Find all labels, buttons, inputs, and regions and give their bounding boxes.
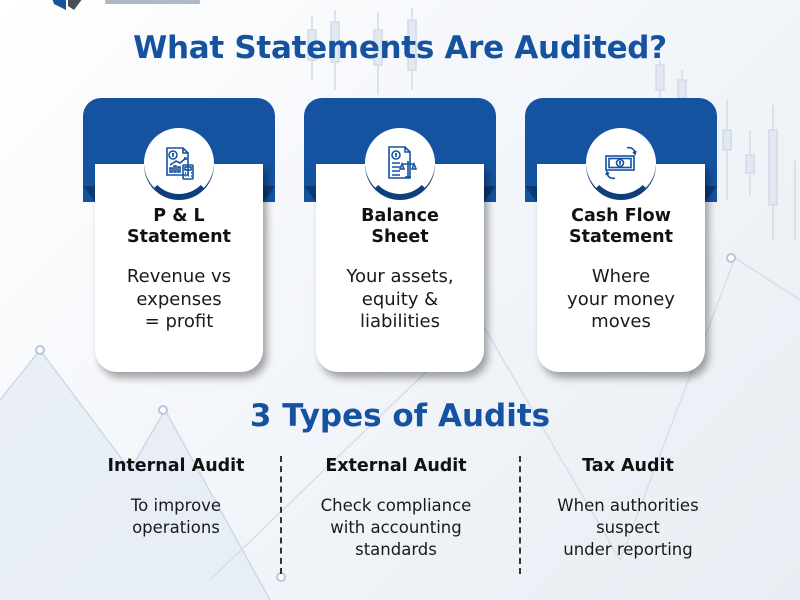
card-body — [95, 164, 263, 372]
audit-name: Internal Audit — [107, 456, 245, 476]
audit-name: External Audit — [325, 456, 467, 476]
statement-card-cash-flow: Cash Flow Statement Where your money mov… — [525, 98, 717, 374]
cash-exchange-icon — [586, 128, 656, 198]
dashed-divider — [519, 456, 521, 574]
dashed-divider — [280, 456, 282, 574]
audit-item-internal: Internal Audit To improve operations — [66, 454, 286, 539]
statement-description: Revenue vs expenses = profit — [126, 266, 232, 332]
page-title: What Statements Are Audited? — [133, 30, 667, 66]
statement-description: Where your money moves — [567, 266, 675, 332]
audit-types: Internal Audit To improve operations Ext… — [0, 454, 800, 594]
audit-description: When authorities suspect under reporting — [557, 496, 699, 559]
statement-card-balance-sheet: Balance Sheet Your assets, equity & liab… — [304, 98, 496, 374]
card-body — [316, 164, 484, 372]
financial-report-calculator-icon — [144, 128, 214, 198]
statement-name: Balance Sheet — [361, 206, 439, 247]
statement-description: Your assets, equity & liabilities — [346, 266, 454, 332]
audit-description: Check compliance with accounting standar… — [320, 496, 472, 559]
audit-name: Tax Audit — [582, 456, 674, 476]
audits-section-title: 3 Types of Audits — [249, 398, 551, 434]
statement-name: P & L Statement — [127, 206, 231, 247]
statements-cards: P & L Statement Revenue vs expenses = pr… — [0, 98, 800, 378]
audit-item-external: External Audit Check compliance with acc… — [286, 454, 506, 561]
audit-description: To improve operations — [130, 496, 222, 537]
audit-item-tax: Tax Audit When authorities suspect under… — [518, 454, 738, 561]
company-logo — [52, 0, 82, 10]
statement-name: Cash Flow Statement — [569, 206, 673, 247]
card-body — [537, 164, 705, 372]
document-scales-icon — [365, 128, 435, 198]
statement-card-pl: P & L Statement Revenue vs expenses = pr… — [83, 98, 275, 374]
company-logo-text — [105, 0, 200, 4]
